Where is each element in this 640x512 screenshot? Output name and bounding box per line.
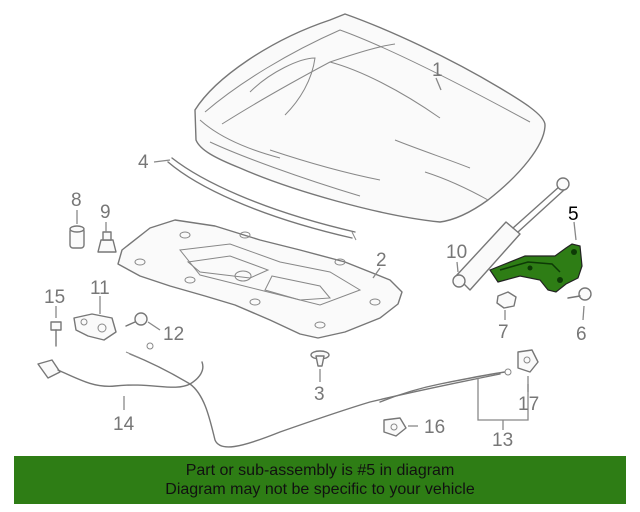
callout-9: 9 (100, 202, 111, 223)
callout-15: 15 (44, 287, 65, 308)
callout-13: 13 (492, 430, 513, 451)
latch-mount-bolt[interactable] (125, 312, 148, 327)
hood-support-strut[interactable] (452, 177, 570, 291)
disclaimer-banner: Part or sub-assembly is #5 in diagram Di… (14, 456, 626, 504)
callout-17: 17 (518, 394, 539, 415)
hood-bumper-stop[interactable] (69, 225, 85, 249)
callout-8: 8 (71, 190, 82, 211)
callout-3: 3 (314, 384, 325, 405)
hood-release-cable[interactable] (37, 342, 501, 448)
hood-panel[interactable] (194, 13, 546, 223)
banner-line-2: Diagram may not be specific to your vehi… (165, 481, 475, 498)
cable-grommet[interactable] (383, 417, 407, 437)
hood-adjuster-bumper[interactable] (97, 231, 117, 253)
hinge-nut[interactable] (496, 291, 517, 309)
hood-insulator-pad[interactable] (117, 219, 403, 339)
hood-hinge-highlighted[interactable] (489, 243, 583, 293)
insulator-clip[interactable] (310, 350, 330, 367)
callout-2: 2 (376, 250, 387, 271)
callout-4: 4 (138, 152, 149, 173)
leader-lines (55, 77, 585, 430)
callout-10: 10 (446, 242, 467, 263)
callout-1: 1 (432, 60, 443, 81)
cable-end (379, 368, 512, 403)
hood-latch[interactable] (73, 313, 117, 341)
callout-7: 7 (498, 322, 509, 343)
hood-seal-strip[interactable] (167, 157, 357, 241)
latch-bolt[interactable] (50, 321, 62, 347)
banner-line-1: Part or sub-assembly is #5 in diagram (185, 462, 455, 479)
cable-bracket[interactable] (517, 349, 539, 373)
callout-5: 5 (568, 204, 579, 225)
callout-labels: 1 2 3 4 5 6 7 8 9 10 11 12 13 14 15 16 1… (44, 60, 587, 451)
callout-14: 14 (113, 414, 135, 435)
callout-11: 11 (90, 278, 110, 299)
callout-12: 12 (163, 324, 184, 345)
hinge-bolt[interactable] (567, 287, 592, 301)
callout-6: 6 (576, 324, 587, 345)
callout-16: 16 (424, 417, 445, 438)
